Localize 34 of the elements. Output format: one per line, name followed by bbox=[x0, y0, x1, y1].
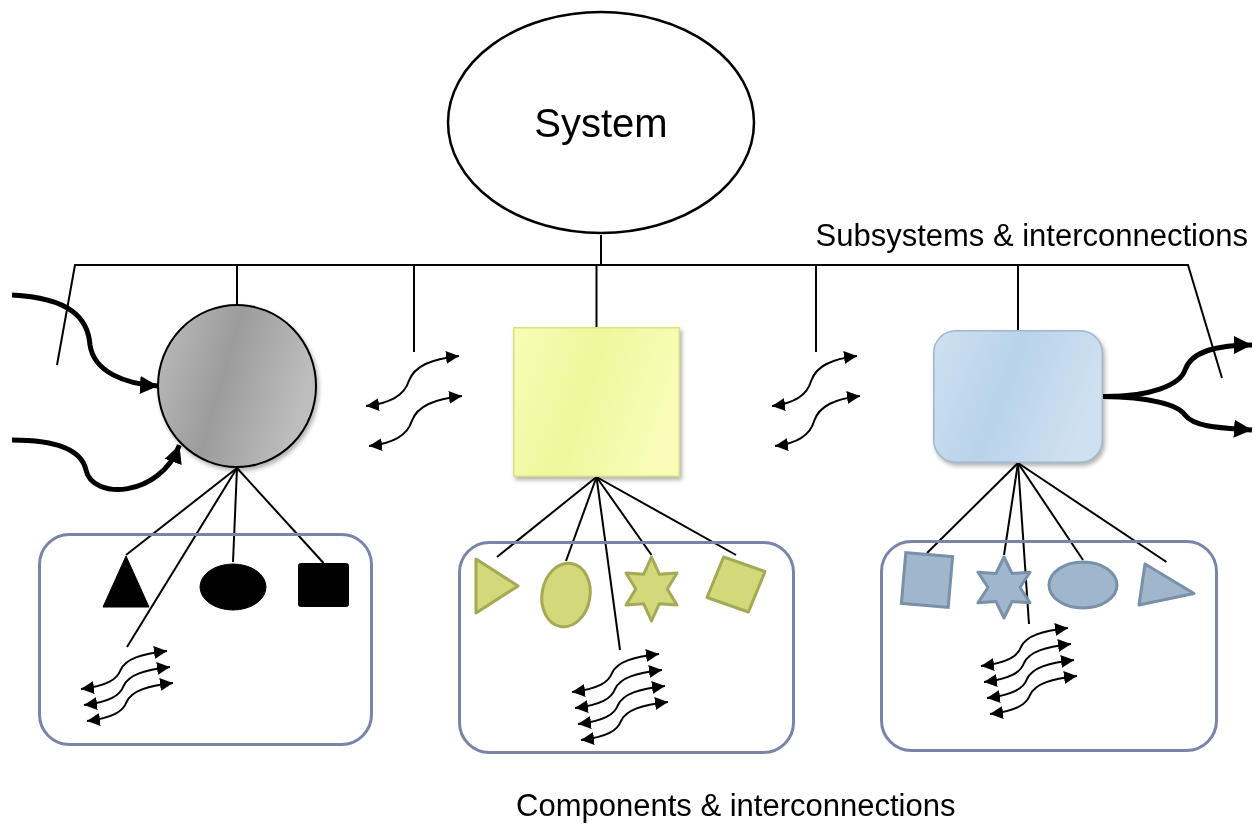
triangle-shape bbox=[102, 555, 150, 608]
triangle-shape bbox=[1137, 562, 1196, 607]
connector-line bbox=[232, 467, 238, 563]
flow-arrow bbox=[11, 437, 182, 492]
system-ellipse bbox=[446, 10, 756, 235]
connector-line bbox=[496, 476, 598, 558]
component-group-frame bbox=[38, 533, 373, 746]
connector-line bbox=[126, 467, 238, 648]
component-group-frame bbox=[458, 541, 795, 754]
ellipse-shape bbox=[540, 561, 592, 629]
flow-arrow bbox=[11, 292, 159, 394]
diamond-shape bbox=[705, 555, 767, 614]
connector-line bbox=[236, 467, 325, 564]
connector-line bbox=[595, 476, 653, 556]
caption-text: Subsystems & interconnections bbox=[815, 218, 1248, 254]
connector-line bbox=[926, 462, 1019, 554]
ellipse-shape bbox=[198, 562, 268, 612]
connector-line bbox=[1017, 462, 1168, 563]
subsystem-rounded-box bbox=[933, 330, 1103, 463]
connector-line bbox=[595, 476, 621, 651]
component-group-frame bbox=[880, 540, 1218, 752]
flow-arrow bbox=[1102, 394, 1253, 438]
caption-text: Components & interconnections bbox=[516, 788, 956, 824]
connector-line bbox=[1017, 462, 1030, 625]
subsystem-square bbox=[513, 327, 680, 477]
node-label: System bbox=[533, 100, 669, 145]
connector-line bbox=[565, 476, 598, 562]
ellipse-shape bbox=[1047, 560, 1119, 610]
connector-line bbox=[125, 467, 238, 556]
subsystem-circle bbox=[157, 304, 317, 468]
connector-line bbox=[1017, 462, 1084, 561]
triangle-shape bbox=[474, 557, 520, 615]
square-shape bbox=[298, 563, 349, 607]
connector-line bbox=[595, 476, 737, 556]
